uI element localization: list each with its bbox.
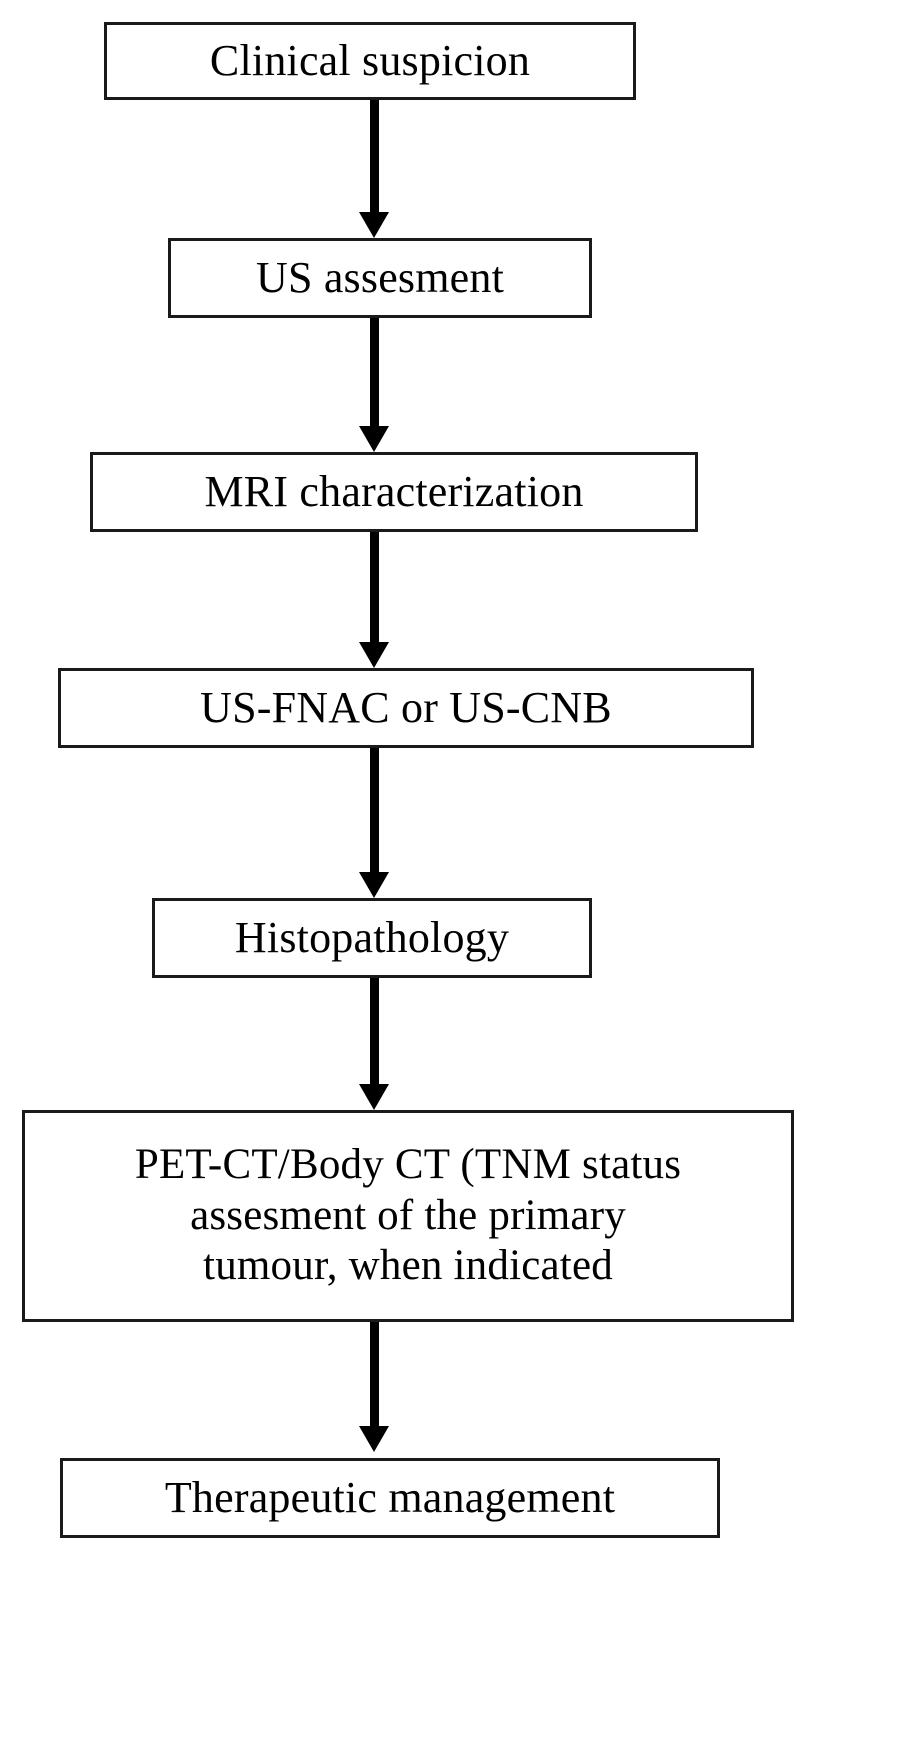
flowchart-node-us-fnac-or-us-cnb[interactable]: US-FNAC or US-CNB	[58, 668, 754, 748]
flowchart-node-clinical-suspicion[interactable]: Clinical suspicion	[104, 22, 636, 100]
flowchart-node-pet-ct-body-ct[interactable]: PET-CT/Body CT (TNM status assesment of …	[22, 1110, 794, 1322]
arrow-shaft	[370, 978, 379, 1084]
arrow-head	[359, 1084, 389, 1110]
node-label: MRI characterization	[204, 467, 584, 517]
arrow-head	[359, 212, 389, 238]
flowchart-node-us-assesment[interactable]: US assesment	[168, 238, 592, 318]
flowchart-node-mri-characterization[interactable]: MRI characterization	[90, 452, 698, 532]
arrow-head	[359, 872, 389, 898]
arrow-head	[359, 1426, 389, 1452]
arrow-head	[359, 642, 389, 668]
node-label: Clinical suspicion	[209, 36, 531, 86]
node-label: Therapeutic management	[164, 1473, 616, 1523]
arrow-shaft	[370, 100, 379, 212]
arrow-shaft	[370, 318, 379, 426]
node-label: US assesment	[255, 253, 505, 303]
arrow-shaft	[370, 1322, 379, 1426]
flowchart-node-histopathology[interactable]: Histopathology	[152, 898, 592, 978]
arrow-shaft	[370, 748, 379, 872]
arrow-head	[359, 426, 389, 452]
flowchart-node-therapeutic-management[interactable]: Therapeutic management	[60, 1458, 720, 1538]
node-label: Histopathology	[234, 913, 510, 963]
node-label: PET-CT/Body CT (TNM status assesment of …	[134, 1140, 682, 1290]
arrow-shaft	[370, 532, 379, 642]
node-label: US-FNAC or US-CNB	[200, 683, 612, 733]
